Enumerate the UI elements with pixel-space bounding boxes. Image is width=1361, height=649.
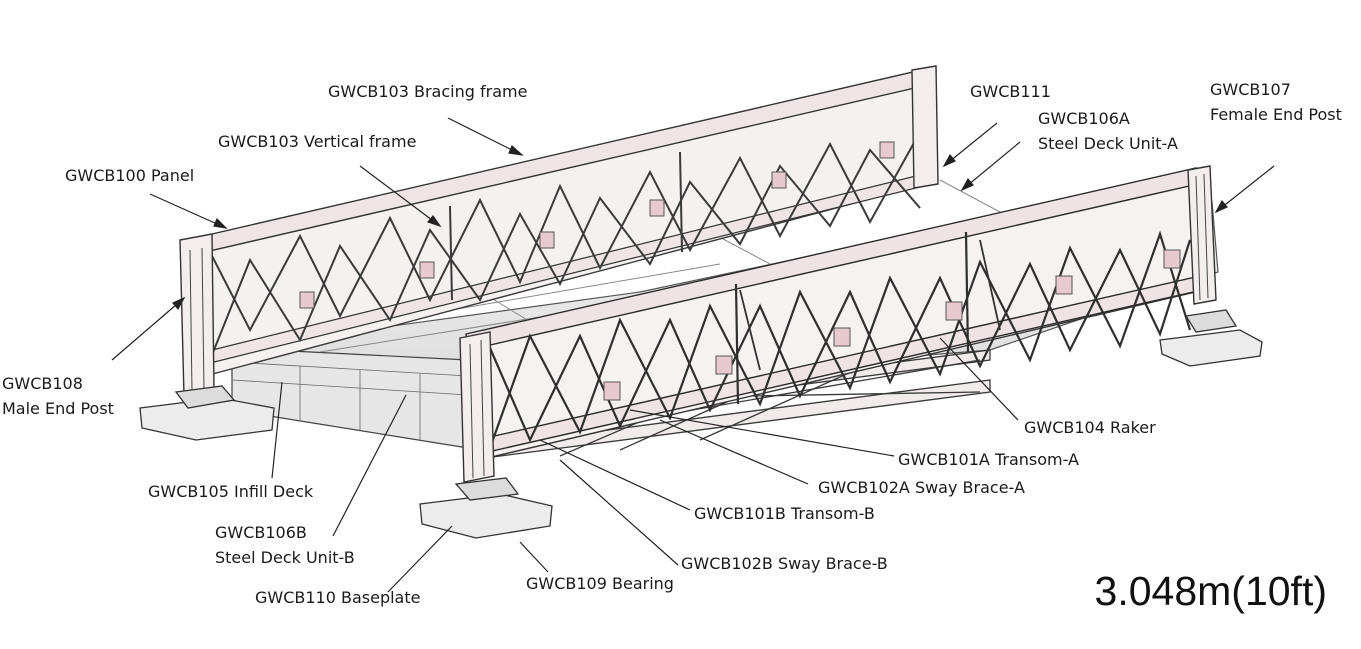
label-panel: GWCB100 Panel <box>65 166 195 185</box>
rakers <box>739 239 1001 371</box>
deck-side-b <box>231 347 469 449</box>
span-dimension: 3.048m(10ft) <box>1094 568 1327 614</box>
front-truss <box>459 165 1217 483</box>
label-sway-brace-b: GWCB102B Sway Brace-B <box>681 554 888 573</box>
label-transom-b: GWCB101B Transom-B <box>694 504 875 523</box>
label-baseplate: GWCB110 Baseplate <box>255 588 421 607</box>
label-bearing: GWCB109 Bearing <box>526 574 674 593</box>
label-steel-deck-a-name: Steel Deck Unit-A <box>1038 134 1178 153</box>
label-infill-deck: GWCB105 Infill Deck <box>148 482 314 501</box>
baseplates <box>139 309 1263 539</box>
label-sway-brace-a: GWCB102A Sway Brace-A <box>818 478 1025 497</box>
label-raker: GWCB104 Raker <box>1024 418 1156 437</box>
leader-lines <box>111 117 1275 593</box>
label-steel-deck-b-name: Steel Deck Unit-B <box>215 548 355 567</box>
label-steel-deck-a-code: GWCB106A <box>1038 109 1130 128</box>
label-gwcb111: GWCB111 <box>970 82 1051 101</box>
label-male-end-post-code: GWCB108 <box>2 374 83 393</box>
back-truss <box>179 65 939 397</box>
label-vertical-frame: GWCB103 Vertical frame <box>218 132 417 151</box>
label-female-end-post-code: GWCB107 <box>1210 80 1291 99</box>
label-bracing-frame: GWCB103 Bracing frame <box>328 82 528 101</box>
label-male-end-post-name: Male End Post <box>2 399 114 418</box>
label-steel-deck-b-code: GWCB106B <box>215 523 307 542</box>
label-transom-a: GWCB101A Transom-A <box>898 450 1079 469</box>
label-female-end-post-name: Female End Post <box>1210 105 1342 124</box>
